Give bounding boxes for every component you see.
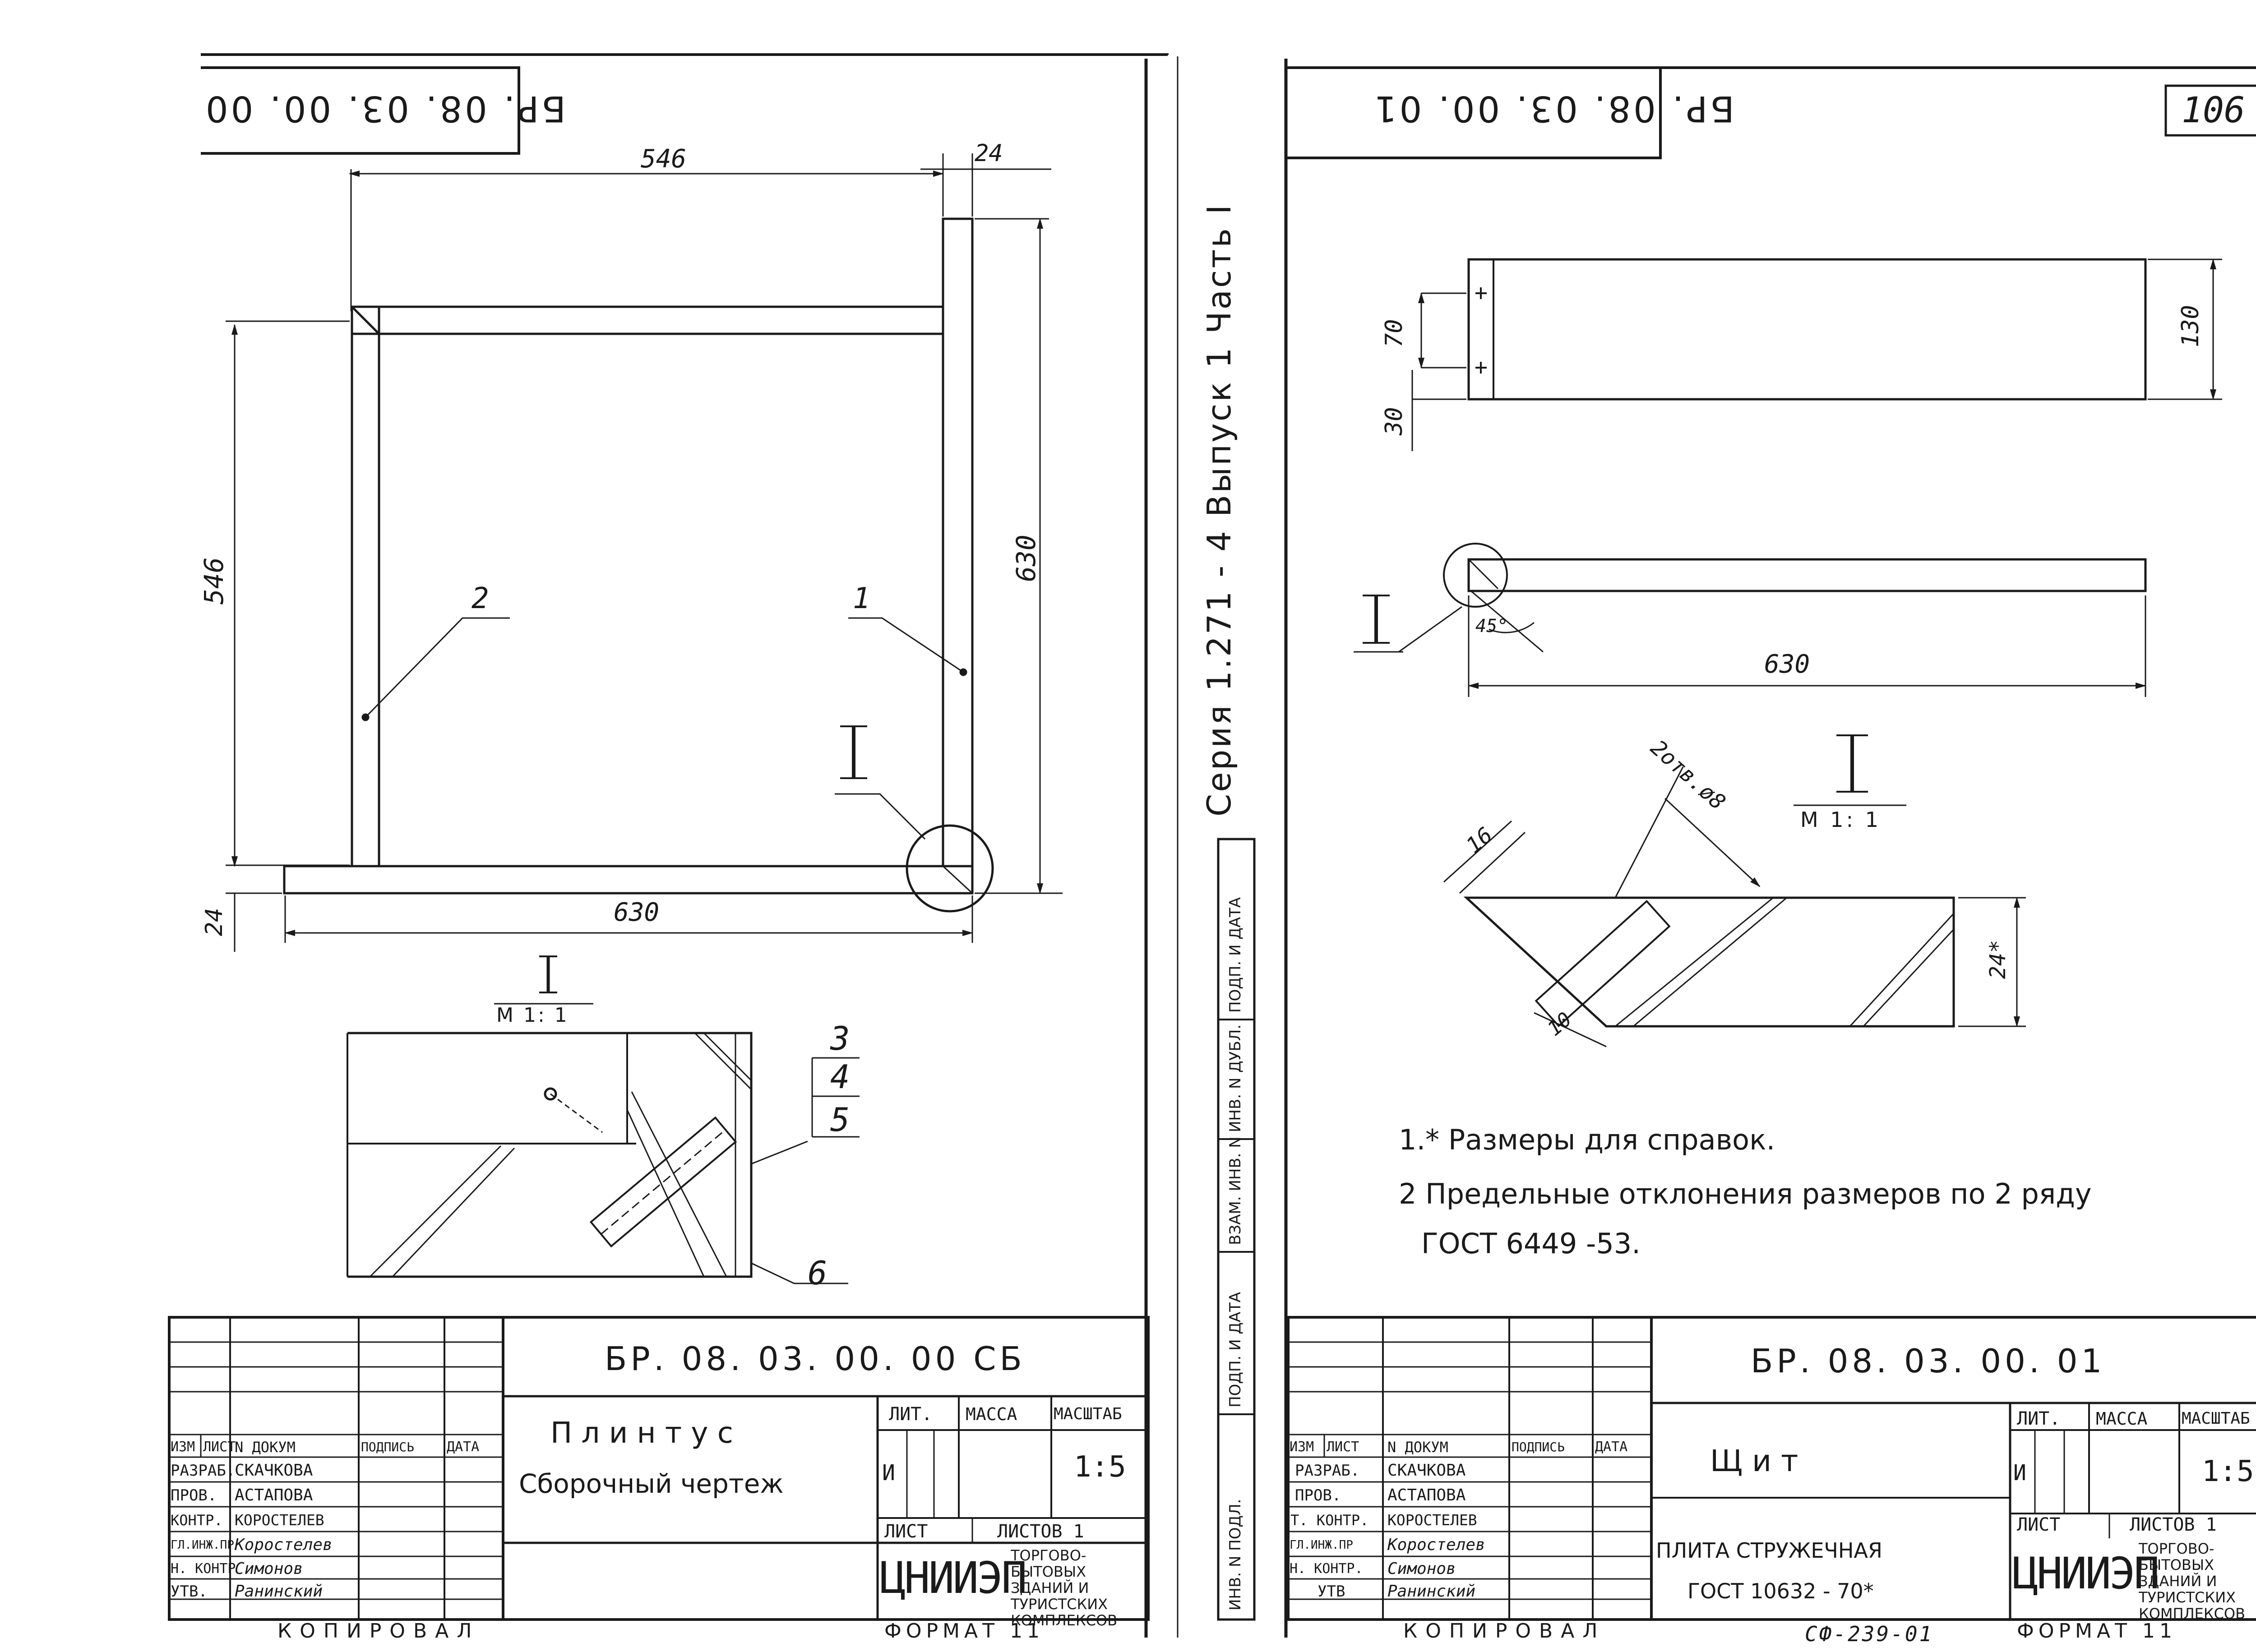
note-2: 2 Предельные отклонения размеров по 2 ря… <box>1399 1177 2092 1210</box>
sheet-label-left: ЛИСТ <box>884 1521 928 1542</box>
detail-scale-right: М 1: 1 <box>1800 808 1881 832</box>
scale-label-left: МАСШТАБ <box>1054 1405 1122 1423</box>
role-kontr: КОНТР. <box>171 1512 223 1529</box>
dim-24-star: 24* <box>1985 940 2011 979</box>
role-razrab: РАЗРАБ. <box>171 1462 236 1480</box>
person-1-r: СКАЧКОВА <box>1387 1461 1466 1480</box>
lit-value-right: И <box>2013 1460 2026 1486</box>
stamp-code: СФ-239-01 <box>1805 1622 1934 1646</box>
material-line-2: ГОСТ 10632 - 70* <box>1687 1579 1874 1603</box>
sheets-label-right: ЛИСТОВ 1 <box>2130 1514 2217 1535</box>
lit-value-left: И <box>882 1460 895 1486</box>
part-name-right: Щ и т <box>1710 1444 1798 1478</box>
hdr-podpis-r: ПОДПИСЬ <box>1512 1440 1565 1454</box>
callout-part-6: 6 <box>808 1254 828 1292</box>
callout-part-1: 1 <box>853 582 870 615</box>
person-5: Симонов <box>235 1560 303 1578</box>
hdr-data: ДАТА <box>447 1439 480 1455</box>
person-4: Коростелев <box>235 1536 333 1554</box>
sheets-label-left: ЛИСТОВ 1 <box>997 1521 1084 1542</box>
role-nkontr-r: Н. КОНТР. <box>1290 1561 1363 1577</box>
part-name-left: П л и н т у с <box>550 1417 733 1450</box>
person-5-r: Симонов <box>1387 1560 1456 1578</box>
designation-right: БР. 08. 03. 00. 01 <box>1751 1342 2106 1380</box>
person-3: КОРОСТЕЛЕВ <box>235 1511 324 1529</box>
sheet-label-right: ЛИСТ <box>2017 1514 2061 1535</box>
org-text-right: ТОРГОВО-БЫТОВЫХ ЗДАНИЙ И ТУРИСТСКИХ КОМП… <box>2139 1540 2246 1622</box>
role-glinzh: ГЛ.ИНЖ.ПР <box>171 1538 234 1552</box>
stamp-vzam-inv: ВЗАМ. ИНВ. N <box>1226 1136 1244 1245</box>
dim-angle-45: 45° <box>1475 616 1508 637</box>
dim-24-thickness: 24 <box>201 908 228 936</box>
hdr-ndokum: N ДОКУМ <box>235 1439 296 1456</box>
callout-detail-right: I <box>1367 591 1378 612</box>
callout-part-2: 2 <box>472 582 489 615</box>
callout-part-3: 3 <box>830 1020 850 1057</box>
hdr-data-r: ДАТА <box>1595 1439 1628 1455</box>
dim-24-tab: 24 <box>975 140 1003 167</box>
person-2: АСТАПОВА <box>235 1486 313 1504</box>
org-text-left: ТОРГОВО-БЫТОВЫХ ЗДАНИЙ И ТУРИСТСКИХ КОМП… <box>1011 1547 1118 1629</box>
org-logo-right: ЦНИИЭП <box>2012 1548 2160 1599</box>
dim-130: 130 <box>2177 305 2204 347</box>
callout-part-5: 5 <box>830 1101 850 1139</box>
stamp-podp-data-2: ПОДП. И ДАТА <box>1226 1292 1244 1407</box>
note-2-cont: ГОСТ 6449 -53. <box>1421 1227 1641 1260</box>
note-1: 1.* Размеры для справок. <box>1399 1123 1775 1156</box>
dim-30: 30 <box>1381 407 1408 435</box>
person-6: Ранинский <box>235 1582 323 1601</box>
lit-label-left: ЛИТ. <box>889 1404 933 1425</box>
stamp-inv-dubl: ИНВ. N ДУБЛ. <box>1226 1024 1244 1132</box>
drawing-type-left: Сборочный чертеж <box>519 1468 784 1499</box>
hdr-list-r: ЛИСТ <box>1327 1439 1359 1455</box>
mass-label-left: МАССА <box>966 1404 1017 1424</box>
role-tkontr-r: Т. КОНТР. <box>1290 1512 1369 1529</box>
role-prov-r: ПРОВ. <box>1295 1486 1341 1504</box>
person-6-r: Ранинский <box>1387 1582 1476 1601</box>
stamp-podp-data-1: ПОДП. И ДАТА <box>1226 897 1244 1013</box>
person-3-r: КОРОСТЕЛЕВ <box>1387 1511 1477 1529</box>
dim-630-bottom: 630 <box>614 898 660 927</box>
scale-value-right: 1:5 <box>2202 1455 2254 1488</box>
hdr-izm: ИЗМ <box>171 1439 195 1455</box>
copied-right: КОПИРОВАЛ <box>1403 1620 1606 1643</box>
dim-546-left: 546 <box>199 557 229 605</box>
material-line-1: ПЛИТА СТРУЖЕЧНАЯ <box>1656 1538 1882 1563</box>
org-logo-left: ЦНИИЭП <box>880 1553 1027 1603</box>
doc-code-left: БР. 08. 03. 00. 00 <box>203 88 566 129</box>
role-utv: УТВ. <box>171 1583 208 1601</box>
series-label: Серия 1.271 - 4 Выпуск 1 Часть I <box>1200 203 1238 817</box>
doc-code-right: БР. 08. 03. 00. 01 <box>1372 88 1734 129</box>
callout-part-4: 4 <box>830 1058 850 1096</box>
hdr-ndokum-r: N ДОКУМ <box>1387 1439 1448 1456</box>
role-utv-r: УТВ <box>1318 1583 1345 1601</box>
person-4-r: Коростелев <box>1387 1536 1485 1554</box>
stamp-inv-podl: ИНВ. N ПОДЛ. <box>1226 1499 1244 1610</box>
person-2-r: АСТАПОВА <box>1387 1486 1466 1504</box>
role-prov: ПРОВ. <box>171 1486 217 1504</box>
hdr-izm-r: ИЗМ <box>1290 1439 1314 1455</box>
role-glinzh-r: ГЛ.ИНЖ.ПР <box>1290 1538 1353 1552</box>
scale-label-right: МАСШТАБ <box>2182 1409 2250 1428</box>
role-nkontr: Н. КОНТР <box>171 1561 236 1577</box>
dim-630-side: 630 <box>1764 650 1810 679</box>
format-right: ФОРМАТ 11 <box>2017 1620 2177 1643</box>
scale-value-left: 1:5 <box>1074 1450 1126 1484</box>
dim-630-right: 630 <box>1011 535 1041 582</box>
copied-left: КОПИРОВАЛ <box>277 1620 480 1643</box>
page-number: 106 <box>2182 90 2245 131</box>
dim-546-top: 546 <box>641 144 687 174</box>
role-razrab-r: РАЗРАБ. <box>1295 1462 1360 1480</box>
hdr-podpis: ПОДПИСЬ <box>361 1440 415 1454</box>
lit-label-right: ЛИТ. <box>2017 1408 2061 1429</box>
hdr-list: ЛИСТ <box>203 1439 236 1455</box>
detail-scale-left: М 1: 1 <box>496 1004 569 1027</box>
designation-left: БР. 08. 03. 00. 00 СБ <box>605 1340 1026 1378</box>
person-1: СКАЧКОВА <box>235 1461 313 1480</box>
dim-70: 70 <box>1381 319 1408 347</box>
format-left: ФОРМАТ 11 <box>884 1620 1044 1643</box>
mass-label-right: МАССА <box>2096 1409 2148 1429</box>
